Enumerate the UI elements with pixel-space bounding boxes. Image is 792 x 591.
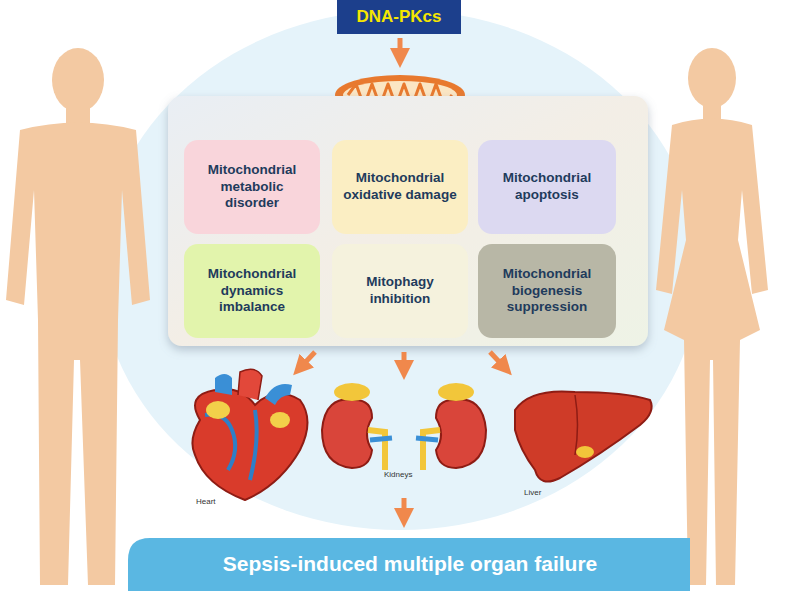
node-text: DNA-PKcs [356,6,441,27]
bottom-band [128,538,690,591]
node-text: Sepsis-induced multiple organ failure [223,551,598,577]
heart [192,369,307,500]
arrow [398,38,403,58]
organ-label: Liver [524,488,541,497]
arrows [300,352,505,518]
process-box: Mitochondrial metabolic disorder [184,140,320,234]
node-text: Mitochondrial biogenesis suppression [486,266,608,317]
node-text: Mitochondrial oxidative damage [340,170,460,204]
panel [168,96,648,346]
organ-label: Heart [196,497,216,506]
node-text: Mitochondrial dynamics imbalance [192,266,312,317]
liver [515,391,652,481]
female-silhouette [656,48,768,585]
node-text: Mitochondrial metabolic disorder [192,162,312,213]
background-glow [100,10,700,530]
process-box: Mitochondrial dynamics imbalance [184,244,320,338]
male-silhouette [6,48,150,585]
process-box: Mitochondrial apoptosis [478,140,616,234]
node-text: Mitochondrial apoptosis [486,170,608,204]
node-text: Mitophagy inhibition [340,274,460,308]
title-box: DNA-PKcs [337,0,461,34]
organ-label: Kidneys [384,470,412,479]
process-box: Mitochondrial oxidative damage [332,140,468,234]
kidneys [322,383,486,470]
outcome-band: Sepsis-induced multiple organ failure [130,538,690,591]
process-box: Mitochondrial biogenesis suppression [478,244,616,338]
process-box: Mitophagy inhibition [332,244,468,338]
